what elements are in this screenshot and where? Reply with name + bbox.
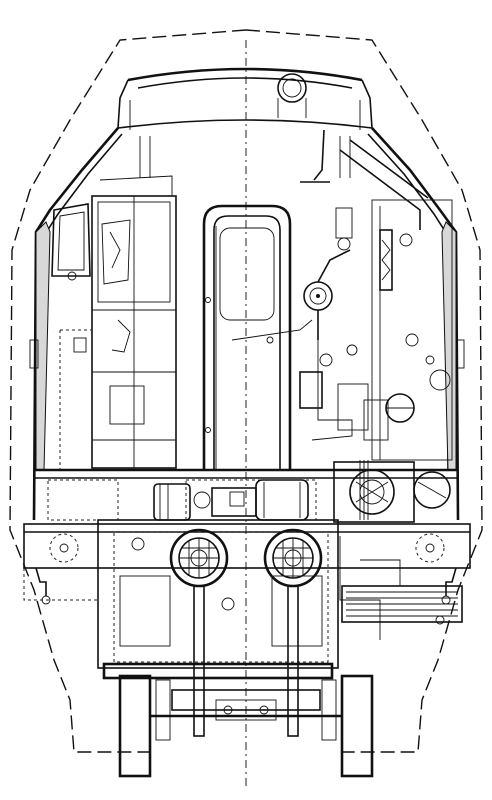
wheels-and-axle <box>118 674 374 778</box>
motor-blower-unit <box>153 469 451 521</box>
control-cabinet <box>59 175 177 470</box>
cab-roof <box>117 67 373 178</box>
outline-clearance-profile <box>9 29 483 753</box>
radiator-grille <box>333 460 415 523</box>
traction-motor-blower-right <box>263 528 323 737</box>
floor-frame <box>23 468 471 605</box>
cab-side-walls <box>29 127 465 521</box>
bogie-frame <box>97 519 463 680</box>
cab-door <box>202 204 292 470</box>
valve-and-gauge-assembly <box>231 129 453 461</box>
traction-motor-blower-left <box>169 528 229 737</box>
